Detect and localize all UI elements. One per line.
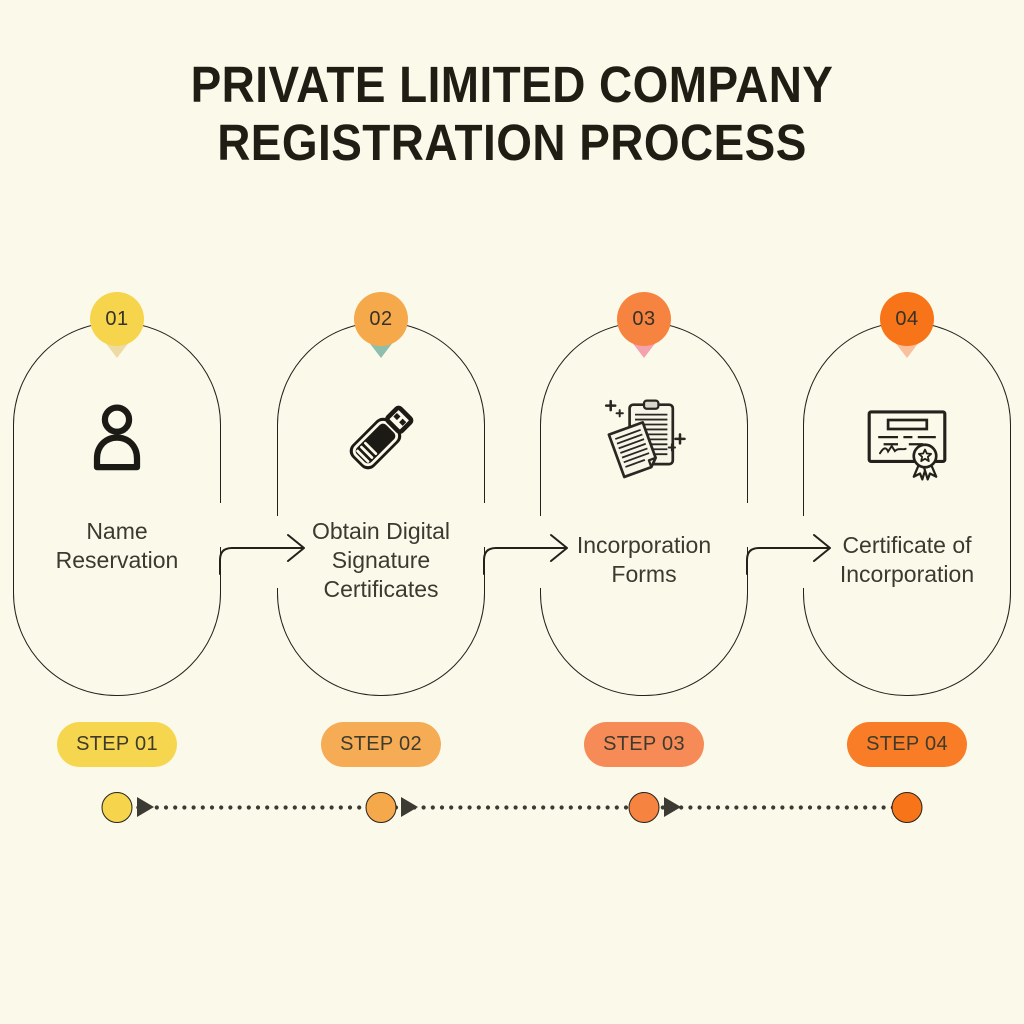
step-pill-4: STEP 04 [847, 722, 967, 767]
timeline-dot-3 [628, 792, 660, 823]
step-pill-label-4: STEP 04 [866, 733, 948, 755]
step-label-2: Obtain Digital Signature Certificates [311, 518, 451, 602]
timeline-dot-1 [101, 792, 133, 823]
certificate-icon [861, 392, 953, 484]
step-label-4: Certificate of Incorporation [839, 532, 975, 587]
timeline-arrow-icon-3 [664, 797, 681, 817]
step-pill-label-1: STEP 01 [76, 733, 158, 755]
page-title: PRIVATE LIMITED COMPANY REGISTRATION PRO… [51, 56, 973, 172]
step-card-3 [540, 322, 748, 696]
documents-icon [598, 392, 690, 484]
step-number-1: 01 [105, 307, 129, 330]
step-number-badge-4: 04 [880, 292, 934, 346]
step-pill-3: STEP 03 [584, 722, 704, 767]
step-number-2: 02 [369, 307, 393, 330]
step-pill-1: STEP 01 [57, 722, 177, 767]
step-number-badge-2: 02 [354, 292, 408, 346]
timeline-dot-2 [365, 792, 397, 823]
step-number-badge-3: 03 [617, 292, 671, 346]
usb-drive-icon [335, 392, 427, 484]
step-label-1: Name Reservation [55, 518, 179, 573]
timeline-arrow-icon-1 [137, 797, 154, 817]
step-card-4 [803, 322, 1011, 696]
step-number-badge-1: 01 [90, 292, 144, 346]
step-card-2 [277, 322, 485, 696]
title-line-2: REGISTRATION PROCESS [217, 114, 807, 171]
timeline-dot-4 [891, 792, 923, 823]
title-line-1: PRIVATE LIMITED COMPANY [190, 56, 834, 113]
step-number-3: 03 [632, 307, 656, 330]
person-icon [71, 392, 163, 484]
step-number-4: 04 [895, 307, 919, 330]
step-pill-2: STEP 02 [321, 722, 441, 767]
step-pill-label-3: STEP 03 [603, 733, 685, 755]
step-card-1 [13, 322, 221, 696]
timeline-arrow-icon-2 [401, 797, 418, 817]
step-pill-label-2: STEP 02 [340, 733, 422, 755]
step-label-3: Incorporation Forms [576, 532, 712, 587]
